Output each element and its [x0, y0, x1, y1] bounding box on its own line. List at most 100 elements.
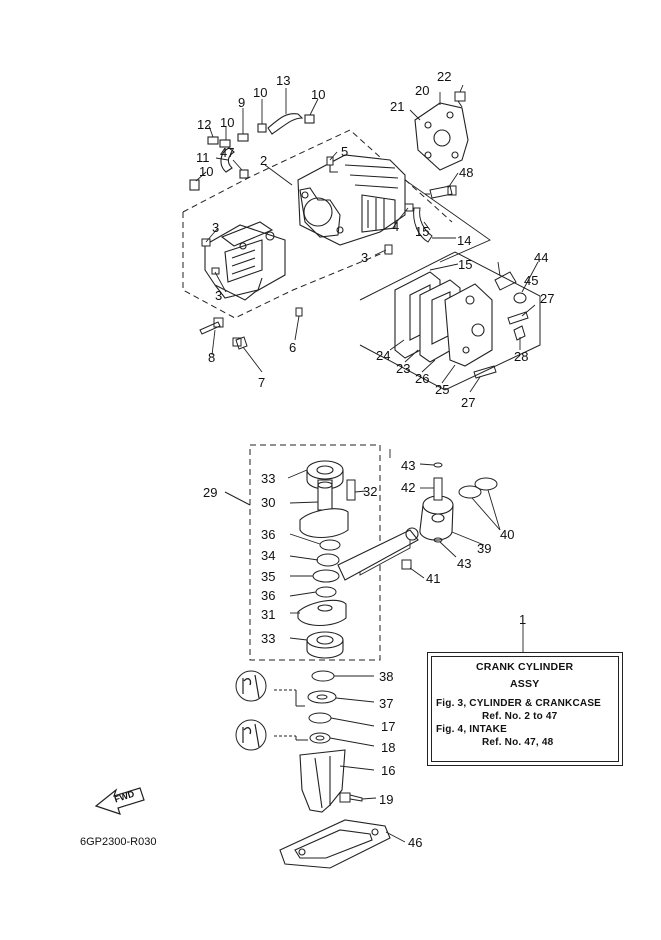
crankshaft-upper — [299, 479, 349, 539]
clip-top — [433, 462, 443, 468]
spark-plug-48 — [425, 185, 457, 199]
callout-1: 1 — [519, 612, 527, 627]
callout-43: 43 — [457, 556, 472, 571]
callout-34: 34 — [261, 548, 276, 563]
callout-10: 10 — [220, 115, 235, 130]
callout-41: 41 — [426, 571, 441, 586]
callout-46: 46 — [408, 835, 423, 850]
leader-lines-top — [195, 84, 539, 393]
callout-10: 10 — [311, 87, 326, 102]
callout-48: 48 — [459, 165, 474, 180]
callout-4: 4 — [392, 219, 400, 234]
callout-29: 29 — [203, 485, 218, 500]
legend-subtitle: ASSY — [510, 678, 540, 690]
piston-rings — [458, 477, 498, 499]
callout-9: 9 — [238, 95, 246, 110]
callout-24: 24 — [376, 348, 391, 363]
callout-16: 16 — [381, 763, 396, 778]
bolt-19 — [339, 792, 363, 803]
leader-lines-bottom — [287, 449, 524, 843]
gasket-46 — [279, 819, 391, 869]
callout-8: 8 — [208, 350, 216, 365]
callout-13: 13 — [276, 73, 291, 88]
callout-28: 28 — [514, 349, 529, 364]
crankshaft-lower — [297, 599, 347, 627]
callout-44: 44 — [534, 250, 549, 265]
callout-26: 26 — [415, 371, 430, 386]
callout-3: 3 — [212, 220, 220, 235]
callout-15: 15 — [458, 257, 473, 272]
connecting-rod — [337, 527, 419, 581]
callout-11: 11 — [196, 150, 210, 165]
legend-title: CRANK CYLINDER — [476, 661, 574, 673]
callout-38: 38 — [379, 669, 394, 684]
exhaust-cover-outline — [359, 251, 541, 391]
bolts-27-28 — [473, 311, 529, 379]
fwd-arrow-icon — [94, 787, 145, 815]
leader-29 — [224, 491, 251, 506]
callout-32: 32 — [363, 484, 378, 499]
callout-10: 10 — [253, 85, 268, 100]
piston — [419, 495, 454, 541]
callout-31: 31 — [261, 607, 276, 622]
callout-12: 12 — [197, 117, 212, 132]
head-cover-part — [414, 102, 469, 171]
callout-17: 17 — [381, 719, 396, 734]
callout-42: 42 — [401, 480, 416, 495]
legend-inner-frame — [431, 656, 619, 762]
callout-23: 23 — [396, 361, 411, 376]
callout-14: 14 — [457, 233, 472, 248]
legend-fig3: Fig. 3, CYLINDER & CRANKCASE — [436, 698, 602, 709]
cylinder-block-part — [297, 154, 406, 246]
callout-15: 15 — [415, 224, 430, 239]
needle-bearings — [312, 539, 341, 598]
callout-40: 40 — [500, 527, 515, 542]
callout-7: 7 — [258, 375, 266, 390]
hose-14-15 — [404, 203, 433, 243]
callout-43: 43 — [401, 458, 416, 473]
callout-10: 10 — [199, 164, 214, 179]
callout-18: 18 — [381, 740, 396, 755]
drawing-code: 6GP2300-R030 — [80, 836, 157, 848]
piston-pin — [433, 477, 443, 501]
callout-45: 45 — [524, 273, 539, 288]
callout-36: 36 — [261, 588, 276, 603]
callout-22: 22 — [437, 69, 452, 84]
assembly-legend-box: CRANK CYLINDER ASSY Fig. 3, CYLINDER & C… — [427, 652, 623, 766]
callout-33: 33 — [261, 631, 276, 646]
bolts-7-8 — [199, 317, 248, 350]
callout-6: 6 — [289, 340, 297, 355]
callout-36: 36 — [261, 527, 276, 542]
bearing-bottom — [306, 631, 344, 659]
lower-housing — [299, 749, 346, 813]
clip-bottom — [433, 537, 443, 543]
callout-47: 47 — [220, 145, 235, 160]
small-bearing-41 — [401, 559, 412, 570]
crankcase-half-part — [204, 221, 286, 301]
callout-25: 25 — [435, 382, 450, 397]
callout-19: 19 — [379, 792, 394, 807]
callout-2: 2 — [260, 153, 268, 168]
crank-pin — [346, 479, 356, 501]
legend-fig3-ref: Ref. No. 2 to 47 — [482, 711, 558, 722]
callout-3: 3 — [361, 250, 369, 265]
temperature-sensor-22 — [454, 91, 466, 108]
callout-5: 5 — [341, 144, 349, 159]
callout-27: 27 — [540, 291, 555, 306]
callout-30: 30 — [261, 495, 276, 510]
callout-27: 27 — [461, 395, 476, 410]
callout-39: 39 — [477, 541, 492, 556]
callout-21: 21 — [390, 99, 405, 114]
legend-fig4: Fig. 4, INTAKE — [436, 724, 507, 735]
callout-33: 33 — [261, 471, 276, 486]
callout-37: 37 — [379, 696, 394, 711]
legend-fig4-ref: Ref. No. 47, 48 — [482, 737, 554, 748]
detail-insets — [235, 670, 308, 751]
exhaust-plates-23-26 — [394, 271, 493, 367]
callout-35: 35 — [261, 569, 276, 584]
callout-3: 3 — [215, 288, 223, 303]
seals-and-rings — [307, 670, 337, 744]
thermostat-44-45 — [494, 271, 527, 304]
